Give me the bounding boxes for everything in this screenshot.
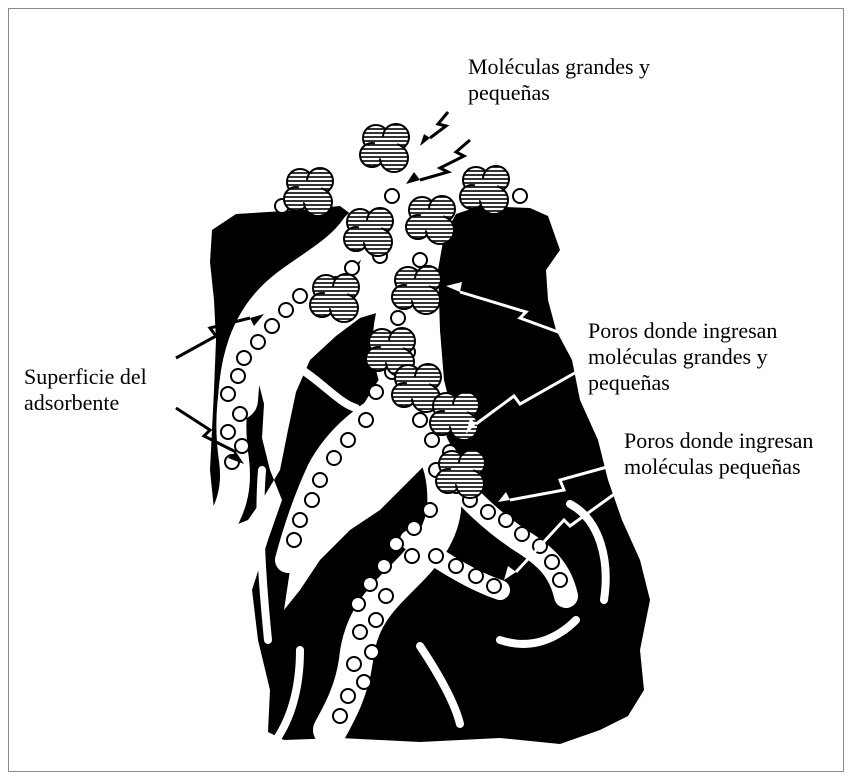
label-large-pores-line3: pequeñas [588,370,777,396]
label-molecules: Moléculas grandes y pequeñas [468,54,650,106]
label-small-pores-line1: Poros donde ingresan [624,428,813,454]
label-small-pores: Poros donde ingresan moléculas pequeñas [624,428,813,480]
label-surface: Superficie del adsorbente [24,364,147,416]
label-small-pores-line2: moléculas pequeñas [624,454,813,480]
label-molecules-line1: Moléculas grandes y [468,54,650,80]
label-surface-line1: Superficie del [24,364,147,390]
arrow-molecules-1 [430,112,448,138]
label-large-pores-line2: moléculas grandes y [588,344,777,370]
label-large-pores-line1: Poros donde ingresan [588,318,777,344]
label-large-pores: Poros donde ingresan moléculas grandes y… [588,318,777,396]
label-surface-line2: adsorbente [24,390,147,416]
arrow-molecules-2 [420,140,470,180]
label-molecules-line2: pequeñas [468,80,650,106]
